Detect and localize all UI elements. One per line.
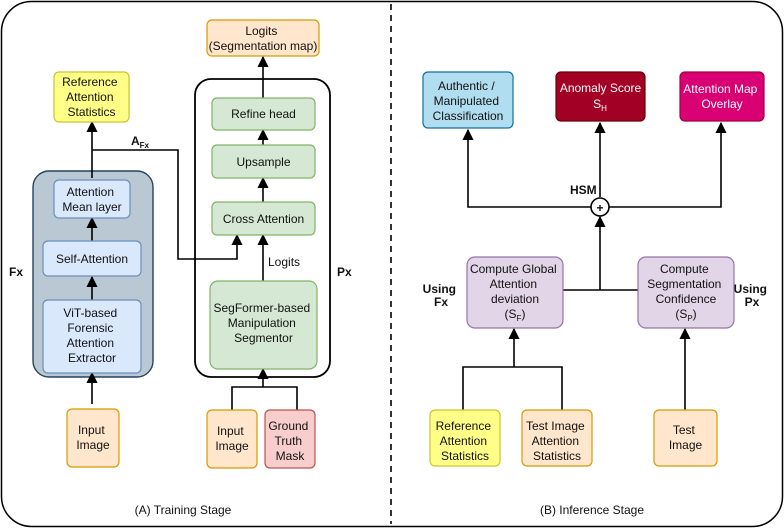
compute-segmentation-confidence-label: Compute Segmentation Confidence — [647, 262, 724, 306]
refine-head-label: Refine head — [231, 107, 296, 121]
test-image-attention-statistics-label: Test Image Attention Statistics — [526, 419, 588, 463]
compute-global-attention-deviation-label: Compute Global Attention deviation — [470, 262, 560, 306]
ground-truth-mask-label: Ground Truth Mask — [268, 419, 311, 463]
inference-stage: Authentic / Manipulated Classification A… — [422, 71, 771, 517]
training-input-image-node — [66, 408, 120, 468]
cross-attention-node — [211, 201, 316, 236]
px-label: Px — [337, 265, 352, 279]
upsample-label: Upsample — [236, 155, 290, 169]
logits-edge-label: Logits — [268, 255, 300, 269]
vit-forensic-attention-extractor-label: ViT-based Forensic Attention Extractor — [63, 306, 120, 365]
fx-label: Fx — [9, 265, 23, 279]
training-stage: Reference Attention Statistics AFx Atten… — [9, 19, 352, 517]
segformer-manipulation-segmentor-node — [209, 280, 318, 370]
test-image-label: Test Image — [669, 423, 703, 452]
global-deviation-symbol: (SF) — [505, 307, 526, 323]
training-edges — [86, 55, 298, 410]
segmentor-input-image-label: Input Image — [215, 424, 249, 453]
cross-attention-label: Cross Attention — [223, 212, 304, 226]
attention-map-overlay-label: Attention Map Overlay — [683, 82, 760, 111]
authentic-manipulated-classification-label: Authentic / Manipulated Classification — [433, 79, 504, 123]
afx-edge-label: AFx — [131, 134, 150, 150]
fusion-plus-symbol: + — [596, 201, 603, 215]
logits-segmentation-map-node — [206, 19, 320, 57]
training-stage-caption: (A) Training Stage — [135, 503, 232, 517]
edge-inputs-merge — [231, 386, 298, 410]
inference-edges — [462, 121, 727, 410]
segmentor-input-image-node — [206, 409, 258, 469]
segmentation-confidence-symbol: (SP) — [675, 307, 696, 323]
inference-reference-attention-statistics-node — [429, 409, 501, 467]
ground-truth-mask-node — [264, 409, 316, 469]
hsm-label: HSM — [570, 183, 597, 197]
test-image-node — [653, 409, 718, 467]
compute-global-attention-deviation-node — [466, 256, 564, 329]
attention-mean-layer-label: Attention Mean layer — [62, 185, 121, 214]
authentic-manipulated-classification-node — [422, 71, 514, 129]
refine-head-node — [211, 97, 316, 131]
attention-map-overlay-node — [679, 71, 765, 122]
compute-segmentation-confidence-node — [637, 256, 735, 329]
anomaly-score-label: Anomaly Score — [560, 81, 642, 95]
inference-reference-attention-statistics-label: Reference Attention Statistics — [436, 419, 495, 463]
test-image-attention-statistics-node — [521, 409, 593, 467]
training-reference-attention-statistics-node — [53, 71, 130, 123]
self-attention-label: Self-Attention — [56, 252, 128, 266]
training-reference-attention-statistics-label: Reference Attention Statistics — [62, 75, 121, 119]
logits-segmentation-map-label: Logits (Segmentation map) — [209, 24, 318, 53]
anomaly-score-symbol: SH — [593, 97, 607, 113]
edge-hsm-to-attention-overlay — [609, 121, 727, 208]
attention-mean-layer-node — [53, 179, 131, 219]
training-input-image-label: Input Image — [76, 423, 110, 452]
using-fx-label: Using Fx — [423, 282, 460, 309]
vit-forensic-attention-extractor-node — [42, 299, 142, 374]
inference-stage-caption: (B) Inference Stage — [540, 503, 644, 517]
edge-afx-to-cross-attention — [92, 149, 243, 260]
self-attention-node — [42, 240, 142, 277]
anomaly-score-node — [555, 71, 646, 122]
segformer-manipulation-segmentor-label: SegFormer-based Manipulation Segmentor — [213, 301, 313, 345]
fusion-plus-node — [590, 197, 610, 217]
edge-stats-merge — [462, 366, 563, 410]
using-px-label: Using Px — [734, 282, 771, 309]
edge-hsm-to-classification — [462, 128, 591, 208]
upsample-node — [211, 144, 316, 179]
